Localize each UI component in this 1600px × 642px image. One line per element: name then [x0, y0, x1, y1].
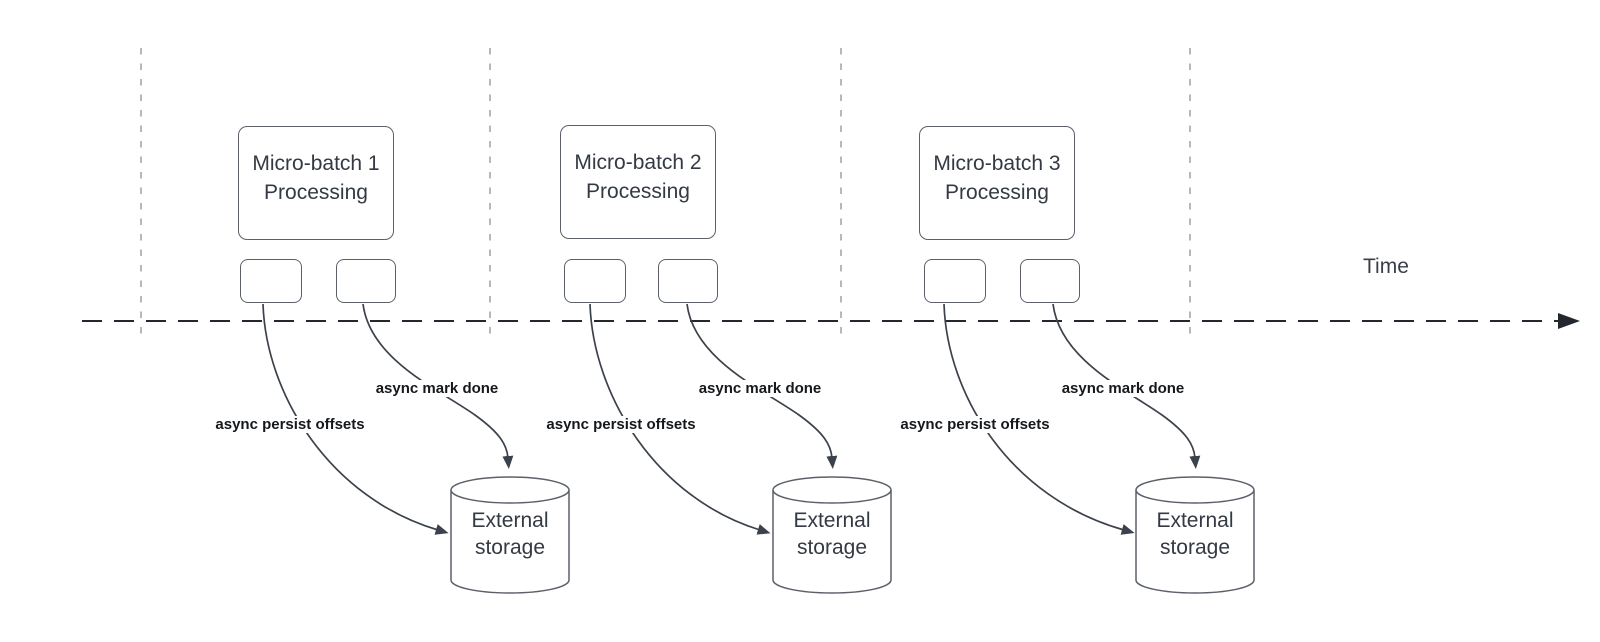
micro-batch-3-subtask-right-box — [1020, 259, 1080, 303]
external-storage-label-2: External storage — [793, 509, 871, 559]
external-storage-label-1: External storage — [471, 509, 549, 559]
micro-batch-1-title: Micro-batch 1 Processing — [252, 152, 380, 204]
async-persist-offsets-label-1: async persist offsets — [212, 416, 368, 433]
external-storage-cylinder-2 — [772, 476, 892, 594]
async-mark-done-label-3: async mark done — [1058, 380, 1188, 397]
micro-batch-2-subtask-right-box — [658, 259, 718, 303]
micro-batch-3-title: Micro-batch 3 Processing — [933, 152, 1061, 204]
micro-batch-3-box: Micro-batch 3 Processing — [919, 126, 1075, 240]
async-mark-done-arrow-3 — [1052, 303, 1201, 469]
async-mark-done-arrow-1 — [362, 303, 514, 469]
micro-batch-2-subtask-left-box — [564, 259, 626, 303]
external-storage-cylinder-3 — [1135, 476, 1255, 594]
micro-batch-1-box: Micro-batch 1 Processing — [238, 126, 394, 240]
async-mark-done-label-1: async mark done — [372, 380, 502, 397]
micro-batch-2-box: Micro-batch 2 Processing — [560, 125, 716, 239]
micro-batch-1-subtask-right-box — [336, 259, 396, 303]
micro-batch-1-subtask-left-box — [240, 259, 302, 303]
time-label: Time — [1363, 255, 1409, 278]
async-persist-offsets-arrow-3 — [943, 303, 1135, 535]
async-persist-offsets-label-3: async persist offsets — [897, 416, 1053, 433]
micro-batch-2-title: Micro-batch 2 Processing — [574, 151, 702, 203]
external-storage-cylinder-1 — [450, 476, 570, 594]
time-axis-arrowhead-icon — [1558, 313, 1580, 329]
async-persist-offsets-label-2: async persist offsets — [543, 416, 699, 433]
async-mark-done-arrow-2 — [686, 303, 838, 469]
async-mark-done-label-2: async mark done — [695, 380, 825, 397]
async-persist-offsets-arrow-1 — [262, 303, 449, 535]
async-persist-offsets-arrow-2 — [589, 303, 771, 535]
micro-batch-3-subtask-left-box — [924, 259, 986, 303]
external-storage-label-3: External storage — [1156, 509, 1234, 559]
